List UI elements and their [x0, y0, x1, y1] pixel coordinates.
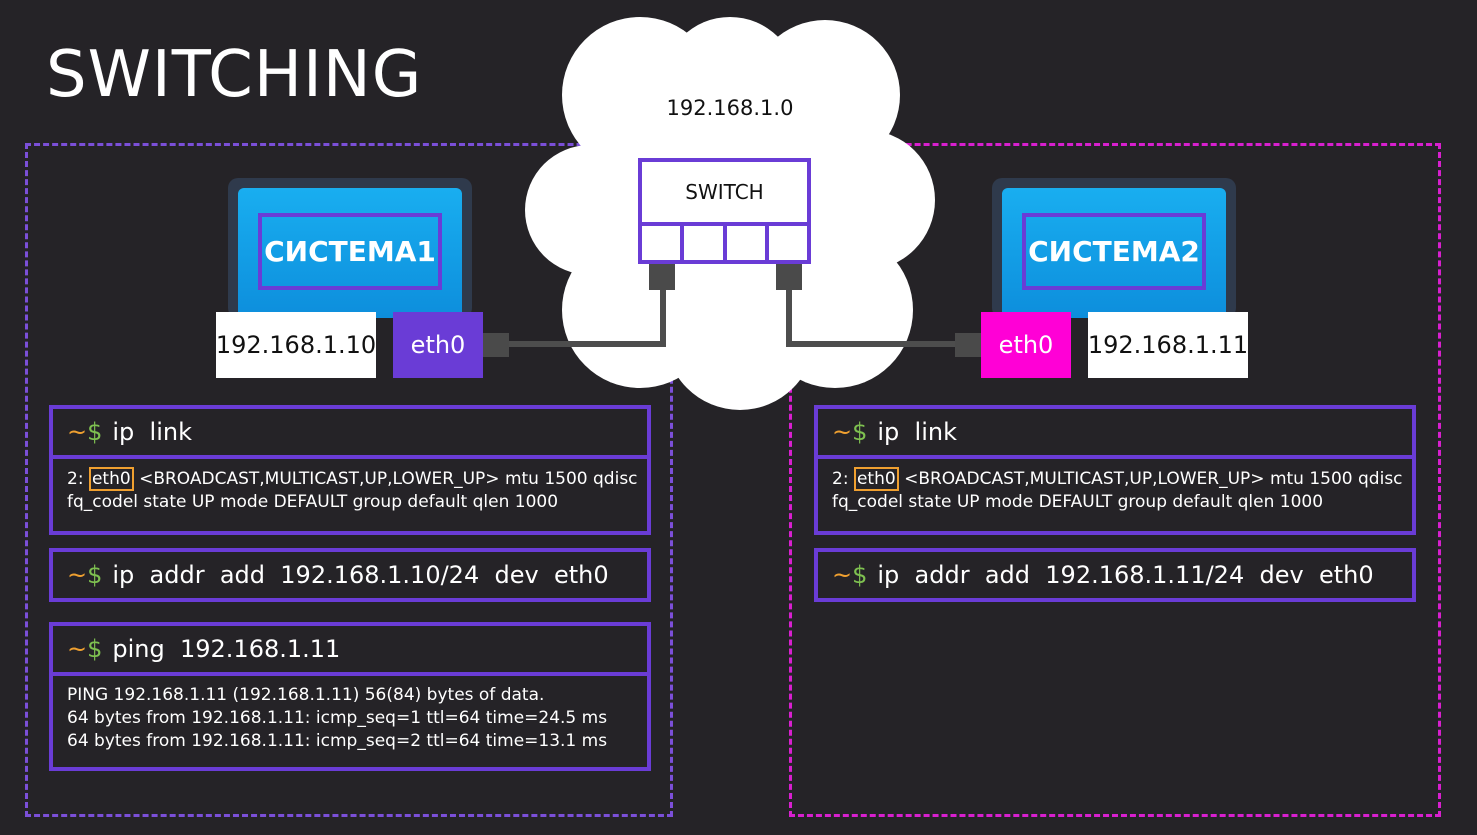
prompt-dollar: $ — [87, 561, 103, 589]
host-name: СИСТЕМА2 — [1022, 213, 1206, 290]
switch-label: SWITCH — [642, 162, 807, 226]
prompt-tilde: ~ — [67, 561, 88, 589]
terminal-ip-link-right: ~$ ip link 2: eth0 <BROADCAST,MULTICAST,U… — [814, 405, 1416, 535]
network-boundary-right — [789, 143, 1441, 817]
divider — [53, 672, 647, 676]
prompt-tilde: ~ — [832, 418, 853, 446]
output-line2: fq_codel state UP mode DEFAULT group def… — [832, 492, 1324, 512]
output-line: 64 bytes from 192.168.1.11: icmp_seq=1 t… — [67, 708, 608, 728]
switch-port — [769, 226, 807, 264]
command-text: ip addr add 192.168.1.10/24 dev eth0 — [112, 561, 609, 589]
command-line: ~$ ping 192.168.1.11 — [53, 626, 647, 672]
highlighted-interface: eth0 — [88, 467, 134, 491]
switch-port — [684, 226, 727, 264]
prompt-dollar: $ — [852, 561, 868, 589]
prompt-tilde: ~ — [67, 418, 88, 446]
prompt-dollar: $ — [852, 418, 868, 446]
output-prefix: 2: — [832, 469, 854, 489]
switch-ports — [642, 226, 807, 264]
switch-port — [642, 226, 685, 264]
cable-right-vertical — [786, 290, 792, 347]
host-ip-right: 192.168.1.11 — [1088, 312, 1248, 378]
laptop-screen: СИСТЕМА1 — [238, 188, 462, 318]
interface-label-left: eth0 — [393, 312, 483, 378]
switch[interactable]: SWITCH — [638, 158, 811, 264]
output-line: 64 bytes from 192.168.1.11: icmp_seq=2 t… — [67, 731, 608, 751]
command-line: ~$ ip link — [53, 409, 647, 455]
output-line: PING 192.168.1.11 (192.168.1.11) 56(84) … — [67, 685, 545, 705]
command-text: ip link — [877, 418, 957, 446]
cable-left-vertical — [660, 290, 666, 347]
interface-plug-right — [955, 333, 981, 357]
switch-plug-right — [776, 264, 802, 290]
network-boundary-left — [25, 143, 673, 817]
output-line1: <BROADCAST,MULTICAST,UP,LOWER_UP> mtu 15… — [133, 469, 638, 489]
prompt-tilde: ~ — [67, 635, 88, 663]
divider — [53, 455, 647, 459]
output-prefix: 2: — [67, 469, 89, 489]
command-line: ~$ ip addr add 192.168.1.10/24 dev eth0 — [53, 552, 647, 598]
cable-left-horizontal — [508, 341, 666, 347]
interface-label-right: eth0 — [981, 312, 1071, 378]
switch-plug-left — [649, 264, 675, 290]
highlighted-interface: eth0 — [853, 467, 899, 491]
cable-right-horizontal — [786, 341, 958, 347]
prompt-dollar: $ — [87, 418, 103, 446]
laptop-right: СИСТЕМА2 — [992, 178, 1236, 318]
laptop-left: СИСТЕМА1 — [228, 178, 472, 318]
interface-plug-left — [483, 333, 509, 357]
page-title: SWITCHING — [46, 38, 423, 112]
terminal-addr-add-left: ~$ ip addr add 192.168.1.10/24 dev eth0 — [49, 548, 651, 602]
prompt-dollar: $ — [87, 635, 103, 663]
command-output: 2: eth0 <BROADCAST,MULTICAST,UP,LOWER_UP… — [53, 459, 647, 522]
output-line1: <BROADCAST,MULTICAST,UP,LOWER_UP> mtu 15… — [898, 469, 1403, 489]
laptop-screen: СИСТЕМА2 — [1002, 188, 1226, 318]
command-output: 2: eth0 <BROADCAST,MULTICAST,UP,LOWER_UP… — [818, 459, 1412, 522]
command-text: ip link — [112, 418, 192, 446]
command-line: ~$ ip addr add 192.168.1.11/24 dev eth0 — [818, 552, 1412, 598]
switch-port — [727, 226, 769, 264]
terminal-ip-link-left: ~$ ip link 2: eth0 <BROADCAST,MULTICAST,U… — [49, 405, 651, 535]
host-ip-left: 192.168.1.10 — [216, 312, 376, 378]
command-output: PING 192.168.1.11 (192.168.1.11) 56(84) … — [53, 676, 647, 761]
command-text: ping 192.168.1.11 — [112, 635, 341, 663]
command-line: ~$ ip link — [818, 409, 1412, 455]
divider — [818, 455, 1412, 459]
host-name: СИСТЕМА1 — [258, 213, 442, 290]
prompt-tilde: ~ — [832, 561, 853, 589]
command-text: ip addr add 192.168.1.11/24 dev eth0 — [877, 561, 1374, 589]
output-line2: fq_codel state UP mode DEFAULT group def… — [67, 492, 559, 512]
terminal-ping-left: ~$ ping 192.168.1.11 PING 192.168.1.11 (1… — [49, 622, 651, 771]
network-address: 192.168.1.0 — [666, 96, 794, 120]
terminal-addr-add-right: ~$ ip addr add 192.168.1.11/24 dev eth0 — [814, 548, 1416, 602]
